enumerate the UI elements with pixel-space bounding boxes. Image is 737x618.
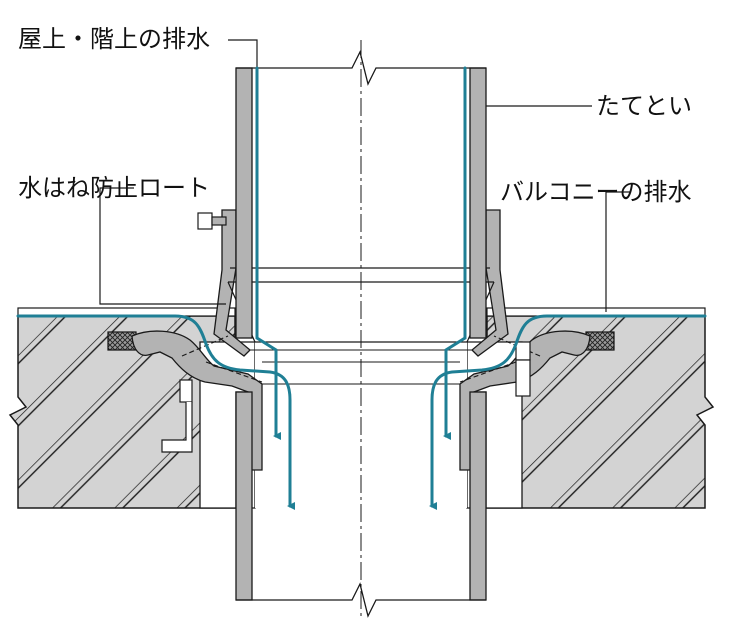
label-splash-funnel: 水はね防止ロート: [18, 174, 210, 202]
sealant-right: [585, 331, 615, 351]
label-balcony-drain: バルコニーの排水: [500, 178, 692, 206]
sealant-left: [107, 331, 137, 351]
label-downspout: たてとい: [596, 92, 692, 120]
water-flow: [16, 66, 707, 510]
bolt-icon: [161, 212, 531, 453]
leader-lines: [99, 39, 630, 312]
downspout-pipe: [235, 50, 487, 618]
label-roof-drain: 屋上・階上の排水: [18, 25, 210, 53]
